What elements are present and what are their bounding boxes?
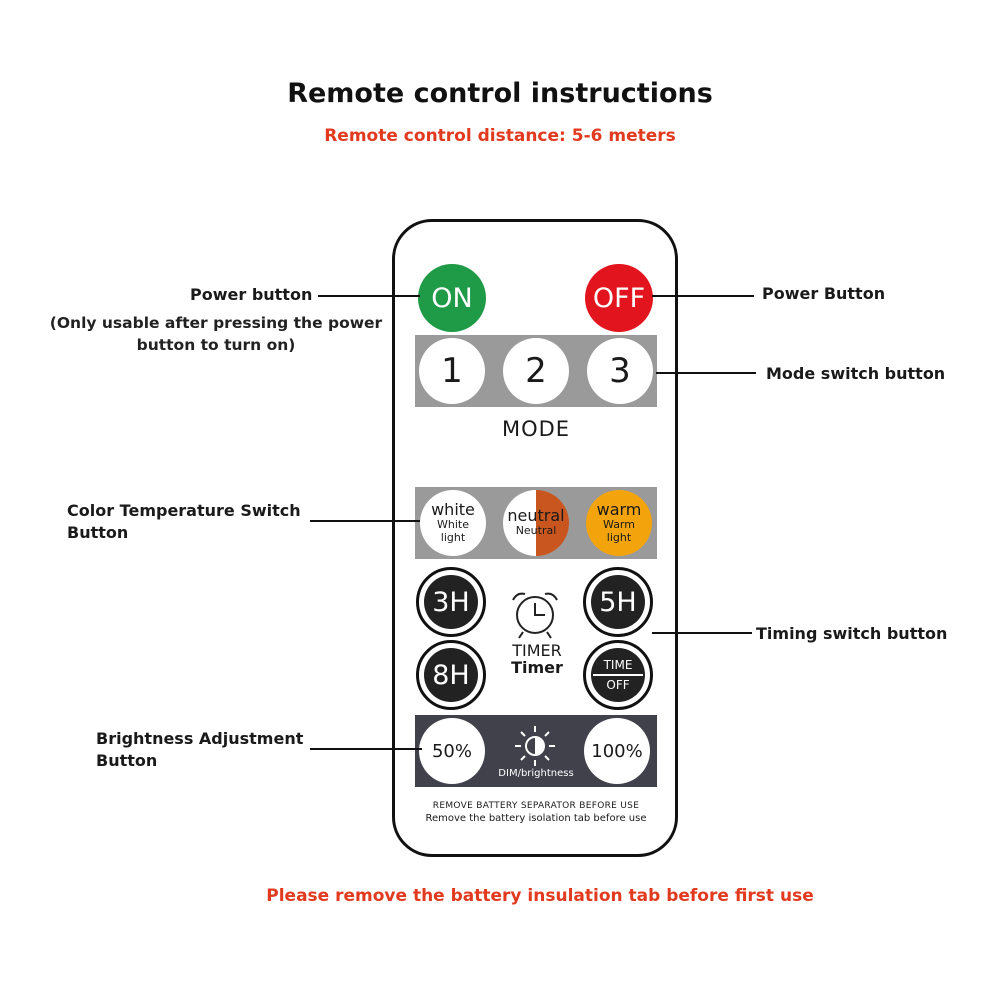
time-off-divider: [593, 674, 643, 676]
mode-2-button[interactable]: 2: [503, 338, 569, 404]
callout-power-right: Power Button: [762, 284, 886, 303]
brightness-icon: [515, 726, 555, 766]
battery-notice: Please remove the battery insulation tab…: [266, 886, 814, 906]
white-sub-label: White light: [437, 517, 469, 544]
callout-line-brightness: [310, 748, 422, 750]
time-off-top-label: TIME: [603, 658, 633, 672]
timer-8h-label: 8H: [424, 648, 478, 702]
dim-brightness-label: DIM/brightness: [498, 768, 574, 779]
callout-mode: Mode switch button: [766, 364, 946, 383]
page-title: Remote control instructions: [287, 78, 713, 109]
callout-line-timing: [652, 632, 752, 634]
white-label: white: [431, 499, 475, 519]
mode-label: MODE: [501, 417, 571, 441]
battery-separator-notice: REMOVE BATTERY SEPARATOR BEFORE USE: [432, 801, 640, 811]
white-light-button[interactable]: white White light: [420, 490, 486, 556]
neutral-sub-label: Neutral: [515, 524, 557, 538]
mode-1-button[interactable]: 1: [419, 338, 485, 404]
alarm-clock-icon: [512, 592, 558, 639]
callout-color-temp: Color Temperature Switch Button: [67, 501, 301, 543]
mode-3-button[interactable]: 3: [587, 338, 653, 404]
timer-label-sub: Timer: [511, 657, 563, 677]
callout-power-left: Power button: [190, 285, 313, 304]
callout-power-left-note: (Only usable after pressing the power bu…: [49, 314, 383, 354]
timer-5h-button[interactable]: 5H: [583, 567, 653, 637]
time-off-bottom-label: OFF: [606, 678, 630, 692]
brightness-100-button[interactable]: 100%: [584, 718, 650, 784]
timer-label: TIMER Timer: [490, 641, 584, 677]
warm-label: warm: [596, 499, 642, 519]
timer-3h-label: 3H: [424, 575, 478, 629]
neutral-label: neutral: [507, 506, 565, 526]
timer-off-button[interactable]: TIME OFF: [583, 640, 653, 710]
timer-3h-button[interactable]: 3H: [416, 567, 486, 637]
battery-separator-translation: Remove the battery isolation tab before …: [425, 813, 647, 824]
timer-5h-label: 5H: [591, 575, 645, 629]
callout-line-power-right: [652, 295, 754, 297]
neutral-light-button[interactable]: neutral Neutral: [503, 490, 569, 556]
timer-8h-button[interactable]: 8H: [416, 640, 486, 710]
timer-label-en: TIMER: [512, 641, 562, 660]
callout-line-power-left: [318, 295, 420, 297]
off-button[interactable]: OFF: [585, 264, 653, 332]
remote-distance: Remote control distance: 5-6 meters: [324, 126, 676, 146]
callout-timing: Timing switch button: [756, 624, 948, 643]
callout-line-color-temp: [310, 520, 420, 522]
warm-light-button[interactable]: warm Warm light: [586, 490, 652, 556]
warm-sub-label: Warm light: [603, 517, 635, 544]
callout-brightness: Brightness Adjustment Button: [96, 729, 304, 771]
brightness-50-button[interactable]: 50%: [419, 718, 485, 784]
on-button[interactable]: ON: [418, 264, 486, 332]
callout-line-mode: [656, 372, 756, 374]
